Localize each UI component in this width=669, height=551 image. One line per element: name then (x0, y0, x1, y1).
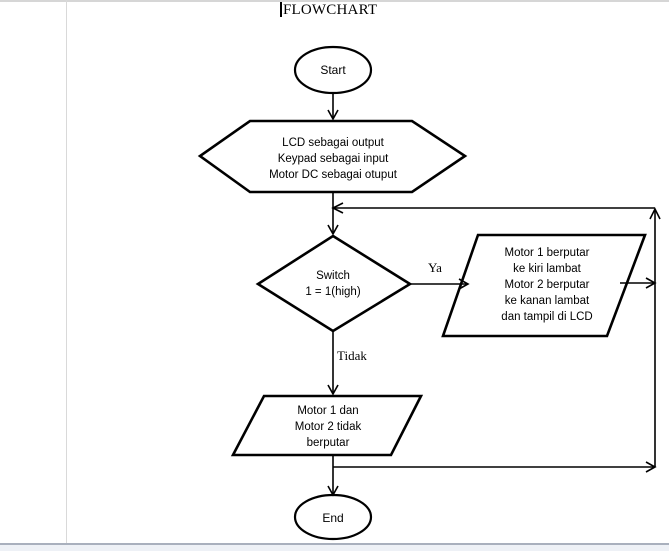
process-no-line-3: berputar (306, 437, 350, 449)
process-no-parallelogram-shape (230, 394, 424, 457)
decision-line-1: Switch (316, 270, 350, 282)
decision-line-2: 1 = 1(high) (305, 286, 361, 298)
page-left-margin-rule (66, 0, 67, 551)
preparation-hexagon-shape (197, 119, 468, 194)
page-title: FLOWCHART (283, 2, 378, 18)
arrowhead-feedback-into-spine (331, 202, 344, 214)
preparation-line-2: Keypad sebagai input (277, 153, 389, 165)
end-terminator-label: End (322, 511, 344, 525)
process-no-line-2: Motor 2 tidak (294, 421, 362, 433)
arrowhead-process-yes-to-trunk (645, 277, 657, 289)
arrowhead-feedback-trunk-top (649, 207, 661, 220)
edge-label-no: Tidak (337, 348, 367, 363)
arrowhead-process-no-to-end (327, 485, 339, 497)
process-yes-line-1: Motor 1 berputar (504, 247, 590, 259)
process-yes-line-4: ke kanan lambat (504, 295, 590, 307)
process-yes-line-3: Motor 2 berputar (504, 279, 590, 291)
text-cursor-caret (280, 2, 282, 17)
process-yes-line-5: dan tampil di LCD (501, 311, 593, 323)
process-no-line-1: Motor 1 dan (297, 405, 359, 417)
arrowhead-feedback-bottom-to-trunk (645, 461, 657, 473)
process-yes-parallelogram-shape (441, 233, 647, 338)
arrowhead-decision-to-process-no (327, 384, 339, 396)
arrowhead-start-to-preparation (327, 109, 339, 121)
page-bottom-edge (0, 543, 669, 545)
process-yes-line-2: ke kiri lambat (513, 263, 581, 275)
page-outside-area (0, 545, 669, 551)
start-terminator-label: Start (320, 63, 346, 77)
arrowhead-decision-to-process-yes (458, 278, 470, 290)
preparation-line-3: Motor DC sebagai otuput (269, 169, 397, 181)
arrowhead-preparation-to-decision (327, 224, 339, 236)
preparation-line-1: LCD sebagai output (282, 137, 384, 149)
edge-label-yes: Ya (428, 260, 442, 275)
page-top-edge (0, 0, 669, 2)
